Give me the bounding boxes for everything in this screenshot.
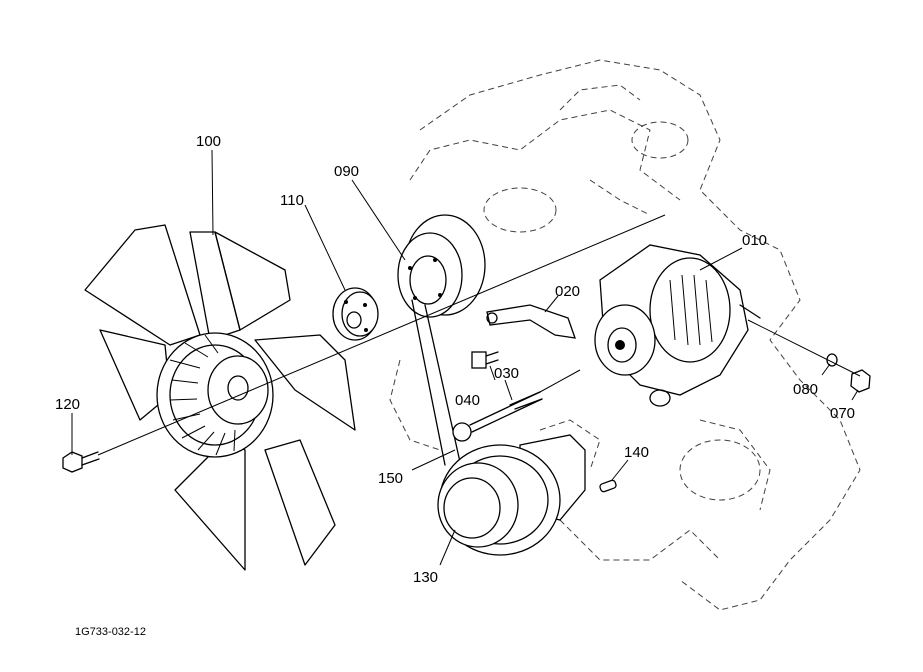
part-label-120: 120: [55, 396, 80, 413]
part-label-130: 130: [413, 569, 438, 586]
engine-block-outline: [389, 59, 861, 611]
long-bolt-icon: [452, 391, 543, 442]
part-label-010: 010: [742, 232, 767, 249]
part-label-080: 080: [793, 381, 818, 398]
part-label-030: 030: [494, 365, 519, 382]
part-label-070: 070: [830, 405, 855, 422]
bolt-icon: [471, 351, 499, 369]
fan-icon: [84, 224, 356, 571]
part-label-090: 090: [334, 163, 359, 180]
part-label-150: 150: [378, 470, 403, 487]
drawing-code: 1G733-032-12: [75, 626, 146, 638]
spacer-icon: [332, 287, 379, 341]
part-labels: 010 020 030 040 070 080 090 100 110 120 …: [55, 133, 855, 586]
nut-icon: [850, 369, 871, 393]
v-belt-icon: [411, 299, 461, 466]
bracket-icon: [486, 304, 576, 339]
part-label-040: 040: [455, 392, 480, 409]
pulley-icon: [397, 214, 486, 318]
leader-lines: [71, 149, 859, 566]
crank-pulley-icon: [437, 434, 586, 556]
part-label-100: 100: [196, 133, 221, 150]
bolt-icon: [62, 451, 100, 473]
alternator-icon: [594, 244, 761, 407]
part-label-110: 110: [280, 192, 304, 209]
part-label-140: 140: [624, 444, 649, 461]
assembly-centerlines: [97, 214, 861, 456]
part-label-020: 020: [555, 283, 580, 300]
key-icon: [599, 479, 617, 493]
